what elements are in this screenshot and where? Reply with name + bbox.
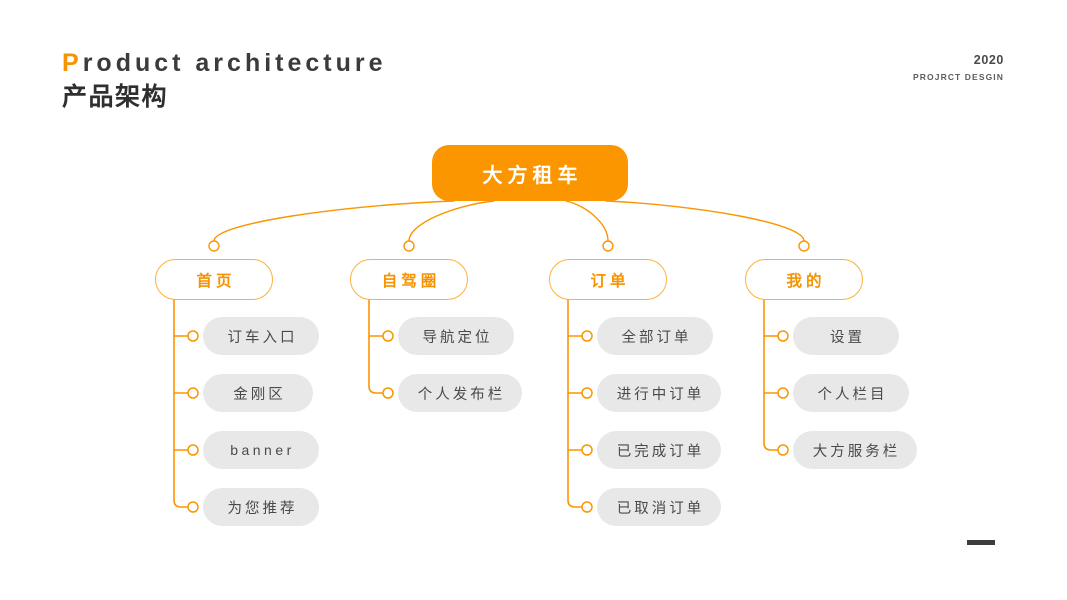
root-node[interactable]: 大方租车	[432, 145, 628, 201]
branch-connector-dot	[798, 240, 810, 252]
branch-trunk-line	[173, 297, 189, 508]
leaf-connector-dot	[382, 330, 394, 342]
leaf-connector-dot	[581, 444, 593, 456]
root-branch-connector	[565, 200, 609, 242]
leaf-node[interactable]: 设置	[793, 317, 899, 355]
leaf-connector-dot	[777, 444, 789, 456]
leaf-node[interactable]: 个人栏目	[793, 374, 909, 412]
branch-node-1[interactable]: 首页	[155, 259, 273, 300]
page-title-en-rest: roduct architecture	[82, 49, 387, 77]
leaf-connector-dot	[581, 330, 593, 342]
leaf-node[interactable]: banner	[203, 431, 319, 469]
leaf-connector-dot	[187, 501, 199, 513]
root-branch-connector	[408, 200, 495, 242]
branch-trunk-line	[368, 297, 384, 394]
leaf-connector-dot	[382, 387, 394, 399]
branch-connector-dot	[403, 240, 415, 252]
branch-connector-dot	[602, 240, 614, 252]
leaf-connector-dot	[777, 387, 789, 399]
root-branch-connector	[213, 200, 455, 242]
leaf-connector-dot	[581, 501, 593, 513]
page-header: Product architecture 产品架构	[62, 50, 662, 112]
branch-connector-dot	[208, 240, 220, 252]
leaf-node[interactable]: 进行中订单	[597, 374, 721, 412]
leaf-node[interactable]: 导航定位	[398, 317, 514, 355]
page-title-en: Product architecture	[62, 50, 662, 77]
leaf-node[interactable]: 为您推荐	[203, 488, 319, 526]
branch-node-2[interactable]: 自驾圈	[350, 259, 468, 300]
leaf-node[interactable]: 全部订单	[597, 317, 713, 355]
leaf-node[interactable]: 已完成订单	[597, 431, 721, 469]
leaf-connector-dot	[777, 330, 789, 342]
branch-trunk-line	[567, 297, 583, 508]
page-title-en-initial: P	[62, 49, 83, 77]
meta-year: 2020	[973, 53, 1004, 67]
leaf-connector-dot	[581, 387, 593, 399]
page-title-cn: 产品架构	[62, 83, 169, 111]
footer-dash	[967, 540, 995, 545]
leaf-node[interactable]: 金刚区	[203, 374, 313, 412]
root-branch-connector	[605, 200, 805, 242]
leaf-node[interactable]: 已取消订单	[597, 488, 721, 526]
leaf-connector-dot	[187, 330, 199, 342]
branch-trunk-line	[763, 297, 779, 451]
leaf-connector-dot	[187, 444, 199, 456]
header-meta: 2020 PROJRCT DESGIN	[913, 52, 1004, 82]
branch-node-3[interactable]: 订单	[549, 259, 667, 300]
branch-node-4[interactable]: 我的	[745, 259, 863, 300]
leaf-node[interactable]: 订车入口	[203, 317, 319, 355]
leaf-connector-dot	[187, 387, 199, 399]
meta-subtitle: PROJRCT DESGIN	[913, 72, 1004, 83]
leaf-node[interactable]: 个人发布栏	[398, 374, 522, 412]
leaf-node[interactable]: 大方服务栏	[793, 431, 917, 469]
